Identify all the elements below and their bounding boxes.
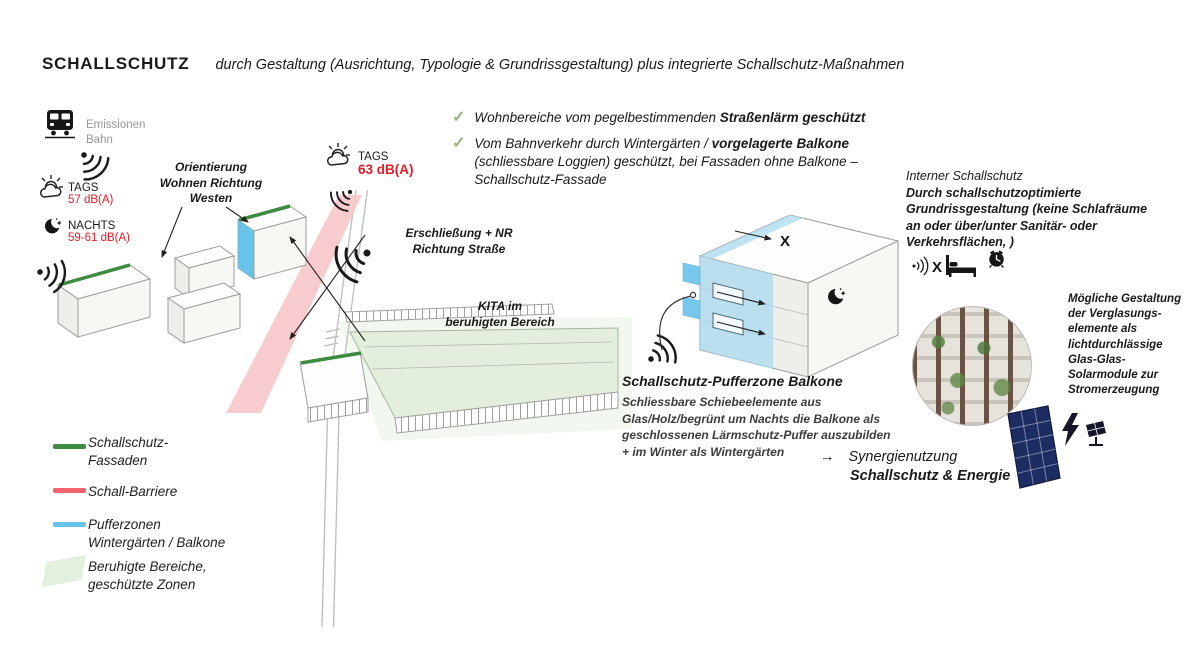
- checklist-text: Vom Bahnverkehr durch Wintergärten / vor…: [474, 135, 870, 190]
- sound-waves-icon: [911, 256, 929, 276]
- text-run-bold: Nachts: [749, 411, 790, 426]
- intern-title: Interner Schallschutz: [906, 169, 1023, 183]
- checklist-item: ✓ Wohnbereiche vom pegelbestimmenden Str…: [452, 109, 932, 127]
- text-run: die Balkone als geschlossenen Lärmschutz…: [622, 411, 891, 459]
- roof-arrow: [734, 230, 772, 241]
- intern-icons: X: [911, 250, 1005, 277]
- text-run: Wohnbereiche vom pegelbestimmenden: [474, 110, 720, 125]
- legend-swatch-fassaden: [53, 444, 86, 449]
- sound-waves-icon: [69, 141, 114, 186]
- header: SCHALLSCHUTZ durch Gestaltung (Ausrichtu…: [42, 54, 904, 74]
- pufferzone-body: Schliessbare Schiebeelemente aus Glas/Ho…: [622, 394, 900, 460]
- legend-label-beruhigte: Beruhigte Bereiche, geschützte Zonen: [88, 559, 207, 592]
- solar-text: Mögliche Gestaltung der Verglasungs- ele…: [1068, 293, 1182, 397]
- no-sleep-x-mark: X: [780, 233, 790, 250]
- emissions-bahn-label: Emissionen Bahn: [86, 119, 146, 146]
- orientierung-label: Orientierung Wohnen Richtung Westen: [159, 160, 263, 206]
- legend-swatch-pufferzonen: [53, 522, 86, 527]
- site-plan-drawing: [32, 109, 632, 628]
- legend-label-pufferzonen: Pufferzonen Wintergärten / Balkone: [88, 517, 226, 550]
- pufferzone-title: Schallschutz-Pufferzone Balkone: [622, 373, 843, 389]
- residential-building-pufferzone: [236, 204, 308, 280]
- tags-day-label: TAGS: [68, 182, 99, 194]
- solar-panel-illustration: [1007, 405, 1061, 489]
- erschliessung-label: Erschließung + NR Richtung Straße: [405, 226, 513, 256]
- legend-swatch-barriere: [53, 488, 86, 493]
- text-run: (schliessbare Loggien) geschützt, bei Fa…: [474, 154, 858, 188]
- tags-day-value: 57 dB(A): [68, 194, 114, 206]
- residential-building: [166, 282, 242, 344]
- interner-schallschutz-block: Interner Schallschutz Durch schallschutz…: [906, 168, 1156, 251]
- facade-photo: [912, 306, 1032, 426]
- text-run: Schliessbare Schiebeelemente aus Glas/Ho…: [622, 395, 822, 426]
- pufferzone-overlay: [682, 215, 803, 369]
- intern-body: Durch schallschutzoptimierte Grundrissge…: [906, 185, 1148, 250]
- page-title: SCHALLSCHUTZ: [42, 54, 190, 73]
- energy-icons: [1062, 413, 1106, 446]
- train-icon: [44, 109, 76, 139]
- check-icon: ✓: [452, 135, 466, 152]
- arrow-right-icon: →: [820, 449, 835, 465]
- nachts-label: NACHTS: [68, 220, 116, 232]
- pufferzone-building-diagram: X: [638, 214, 900, 378]
- tags-street-value: 63 dB(A): [358, 162, 414, 177]
- kita-annex-building: [299, 351, 369, 423]
- residential-building: [56, 263, 152, 338]
- schall-barriere-band: [226, 195, 362, 413]
- mini-solar-panel-icon: [1086, 421, 1106, 446]
- text-run-bold: vorgelagerte Balkone: [711, 136, 849, 151]
- pufferzone-block: Schallschutz-Pufferzone Balkone Schliess…: [622, 372, 900, 460]
- leader-line: [659, 295, 692, 351]
- checklist-item: ✓ Vom Bahnverkehr durch Wintergärten / v…: [452, 135, 870, 190]
- synergie-line2: Schallschutz & Energie: [850, 467, 1011, 484]
- legend-label-fassaden: Schallschutz- Fassaden: [88, 435, 169, 468]
- moon-stars-icon: [44, 218, 62, 234]
- nachts-value: 59-61 dB(A): [68, 232, 131, 244]
- text-run: Vom Bahnverkehr durch Wintergärten /: [474, 136, 712, 151]
- text-run-bold: Straßenlärm geschützt: [719, 110, 866, 125]
- tags-street-label: TAGS: [358, 151, 389, 163]
- orientation-arrows: [161, 206, 366, 342]
- bed-icon: [946, 255, 976, 277]
- synergie-line1: Synergienutzung: [848, 449, 958, 465]
- leader-end: [689, 291, 697, 299]
- check-icon: ✓: [452, 109, 466, 126]
- page-subtitle: durch Gestaltung (Ausrichtung, Typologie…: [215, 57, 905, 73]
- checklist-text: Wohnbereiche vom pegelbestimmenden Straß…: [474, 109, 865, 127]
- sun-cloud-icon: [39, 174, 64, 198]
- sun-cloud-icon: [326, 142, 351, 166]
- legend-label-barriere: Schall-Barriere: [88, 484, 178, 499]
- kita-label: KITA im beruhigten Bereich: [445, 299, 555, 329]
- kita-building: [344, 303, 619, 434]
- synergie-block: → Synergienutzung Schallschutz & Energie: [820, 448, 1010, 486]
- alarm-clock-icon: [988, 250, 1005, 269]
- lightning-bolt-icon: [1062, 413, 1079, 446]
- x-mark: X: [932, 259, 942, 276]
